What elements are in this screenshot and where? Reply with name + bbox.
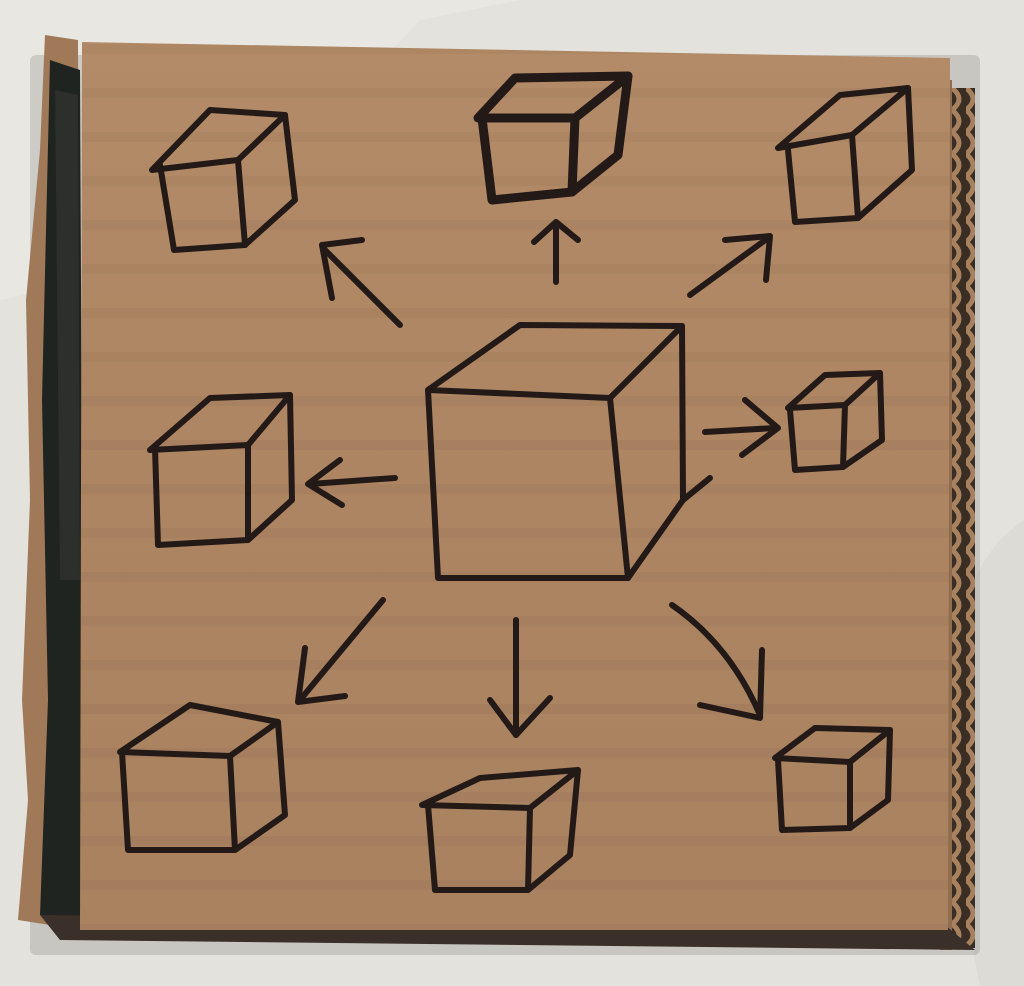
small-cube-top bbox=[473, 71, 633, 205]
central-cube bbox=[425, 322, 713, 581]
arrow-right bbox=[702, 397, 781, 458]
cardboard-side-layers bbox=[18, 35, 84, 930]
small-cube-right bbox=[785, 370, 885, 473]
arrow-down-left bbox=[295, 597, 386, 705]
marker-drawing bbox=[117, 71, 915, 893]
small-cube-bottom bbox=[419, 767, 581, 893]
small-cube-top-left bbox=[149, 107, 298, 253]
small-cube-bottom-left bbox=[117, 702, 288, 853]
arrow-left bbox=[305, 457, 398, 508]
small-cube-left bbox=[147, 392, 295, 548]
arrow-down bbox=[487, 617, 553, 738]
arrow-up bbox=[531, 219, 581, 285]
small-cube-top-right bbox=[775, 85, 915, 225]
arrow-up-left bbox=[319, 237, 403, 328]
small-cube-bottom-right bbox=[772, 725, 893, 833]
arrow-up-right bbox=[687, 233, 773, 298]
arrow-down-right bbox=[669, 602, 765, 721]
